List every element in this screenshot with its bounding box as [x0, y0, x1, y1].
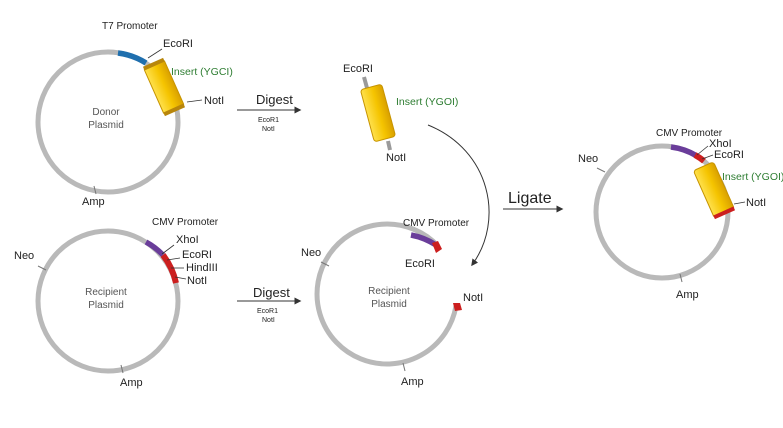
cut-recipient-amp-tick — [402, 362, 406, 372]
digest-top-title: Digest — [256, 92, 293, 107]
digest-bottom-step: Digest EcoR1 NotI — [237, 285, 302, 324]
product-amp-label: Amp — [676, 289, 699, 301]
product-cmv-promoter — [670, 144, 699, 159]
cut-recipient-noti-label: NotI — [463, 292, 483, 304]
fragment-noti-label: NotI — [386, 152, 406, 164]
recipient-backbone — [35, 228, 181, 374]
product-noti-tick — [733, 201, 746, 205]
recipient-xhoi-label: XhoI — [176, 234, 199, 246]
donor-insert-label: Insert (YGCI) — [171, 66, 233, 78]
donor-t7-promoter — [117, 50, 148, 66]
cut-recipient-noti-end — [453, 303, 462, 311]
insert-to-recipient-arrow — [427, 124, 490, 267]
digest-top-step: Digest EcoR1 NotI — [237, 92, 302, 133]
digest-bottom-enzyme1: EcoR1 — [257, 308, 278, 315]
cut-recipient-neo-tick — [320, 261, 330, 267]
donor-center-line2: Plasmid — [88, 120, 124, 131]
donor-noti-label: NotI — [204, 95, 224, 107]
fragment-insert-label: Insert (YGOI) — [396, 96, 458, 108]
donor-amp-tick — [93, 185, 97, 195]
product-ecori-tick — [701, 154, 714, 160]
digest-top-enzyme2: NotI — [262, 126, 275, 133]
digest-bottom-title: Digest — [253, 285, 290, 300]
recipient-noti-tick — [174, 276, 187, 280]
recipient-neo-label: Neo — [14, 250, 34, 262]
fragment-ecori-stub — [362, 76, 369, 89]
product-neo-tick — [596, 167, 606, 173]
recipient-ecori-tick — [166, 257, 181, 261]
product-amp-tick — [679, 273, 683, 283]
product-insert — [693, 162, 736, 220]
ligate-title: Ligate — [508, 190, 552, 207]
donor-ecori-label: EcoRI — [163, 38, 193, 50]
donor-insert — [142, 57, 186, 117]
recipient-plasmid: Neo CMV Promoter XhoI EcoRI HindIII NotI… — [14, 217, 219, 389]
recipient-neo-tick — [37, 265, 47, 271]
product-ecori-site — [693, 152, 706, 164]
recipient-amp-tick — [120, 364, 124, 374]
recipient-xhoi-tick — [161, 244, 175, 255]
cut-recipient-center-line2: Plasmid — [371, 299, 407, 310]
product-plasmid: Neo CMV Promoter XhoI EcoRI Insert (YGOI… — [578, 128, 783, 301]
donor-ecori-tick — [147, 48, 163, 59]
insert-fragment: EcoRI Insert (YGOI) NotI — [343, 63, 458, 164]
recipient-center-line1: Recipient — [85, 287, 127, 298]
cut-recipient-ecori-end — [432, 241, 442, 253]
recipient-center-line2: Plasmid — [88, 300, 124, 311]
cut-recipient-backbone — [314, 221, 459, 367]
fragment-ecori-label: EcoRI — [343, 63, 373, 75]
cut-recipient-plasmid: Neo CMV Promoter EcoRI NotI Recipient Pl… — [301, 218, 483, 388]
recipient-hindiii-label: HindIII — [186, 262, 218, 274]
donor-t7-label: T7 Promoter — [102, 21, 158, 32]
digest-bottom-enzyme2: NotI — [262, 317, 275, 324]
product-ecori-label: EcoRI — [714, 149, 744, 161]
recipient-ecori-label: EcoRI — [182, 249, 212, 261]
donor-center-line1: Donor — [92, 107, 120, 118]
product-insert-label: Insert (YGOI) — [722, 171, 783, 183]
product-xhoi-tick — [696, 145, 709, 156]
cut-recipient-amp-label: Amp — [401, 376, 424, 388]
recipient-cmv-promoter — [144, 239, 165, 257]
ligate-step: Ligate — [503, 190, 564, 213]
recipient-amp-label: Amp — [120, 377, 143, 389]
recipient-noti-label: NotI — [187, 275, 207, 287]
product-noti-label: NotI — [746, 197, 766, 209]
cut-recipient-ecori-label: EcoRI — [405, 258, 435, 270]
donor-noti-tick — [186, 99, 203, 103]
digest-top-enzyme1: EcoR1 — [258, 117, 279, 124]
fragment-noti-stub — [386, 140, 392, 151]
product-xhoi-label: XhoI — [709, 138, 732, 150]
fragment-insert — [360, 84, 396, 142]
cut-recipient-neo-label: Neo — [301, 247, 321, 259]
product-neo-label: Neo — [578, 153, 598, 165]
recipient-cmv-label: CMV Promoter — [152, 217, 219, 228]
cut-recipient-center-line1: Recipient — [368, 286, 410, 297]
donor-backbone — [35, 49, 181, 195]
donor-amp-label: Amp — [82, 196, 105, 208]
product-cmv-label: CMV Promoter — [656, 128, 723, 139]
cut-recipient-cmv-label: CMV Promoter — [403, 218, 470, 229]
donor-plasmid: T7 Promoter EcoRI Insert (YGCI) NotI Don… — [35, 21, 233, 208]
